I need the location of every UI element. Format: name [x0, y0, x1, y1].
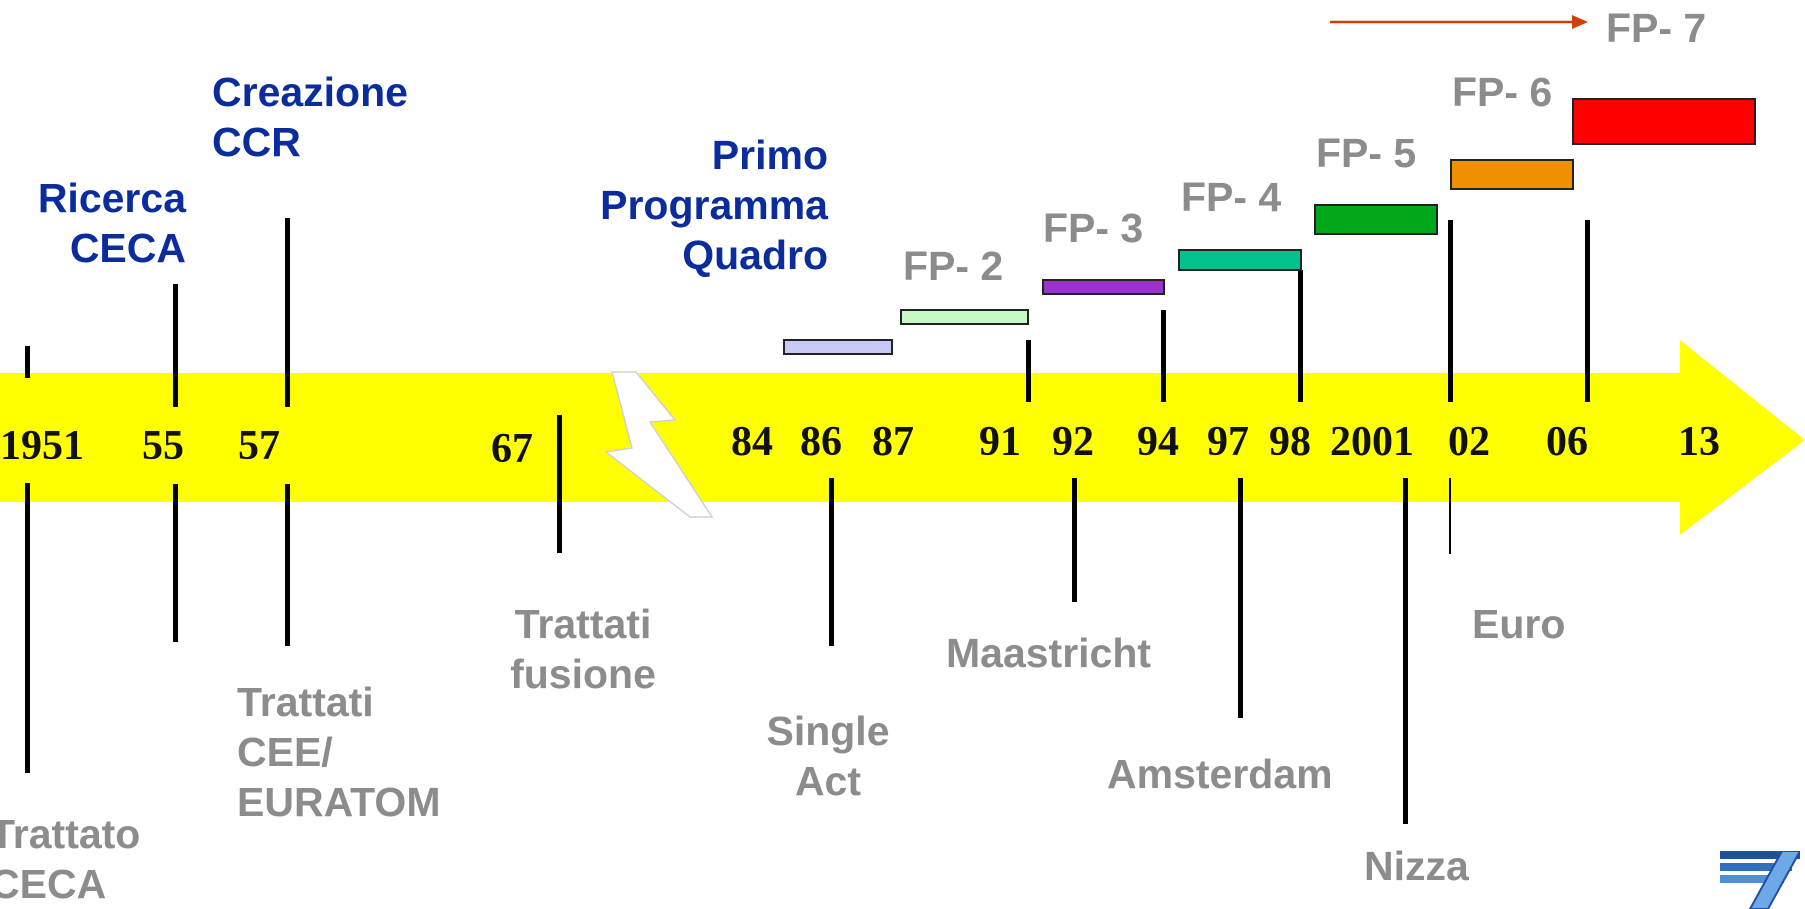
- label-creazione-ccr-line1: Creazione: [212, 69, 408, 115]
- marker-92: [1072, 478, 1077, 602]
- label-fp2: FP- 2: [903, 243, 1004, 289]
- fp2-bar: [900, 309, 1029, 325]
- fp3-bar: [1042, 279, 1165, 295]
- marker-57-bottom: [285, 484, 290, 646]
- label-trattato-ceca: Trattato CECA: [0, 809, 140, 909]
- year-2001: 2001: [1330, 419, 1414, 465]
- year-91: 91: [979, 419, 1021, 465]
- fp4-bar: [1178, 249, 1302, 271]
- label-ricerca-ceca-line1: Ricerca: [37, 175, 186, 221]
- marker-02-bottom: [1449, 478, 1451, 554]
- year-02: 02: [1448, 419, 1490, 465]
- label-ricerca-ceca-line2: CECA: [69, 225, 186, 271]
- label-amsterdam: Amsterdam: [1107, 751, 1333, 797]
- label-primo-line1: Primo: [711, 132, 828, 178]
- fp5-bar: [1314, 204, 1438, 235]
- year-67: 67: [491, 426, 533, 472]
- label-maastricht: Maastricht: [946, 630, 1152, 676]
- marker-02-top: [1448, 220, 1453, 402]
- year-55: 55: [142, 423, 184, 469]
- marker-1951-bottom: [25, 483, 30, 773]
- label-fp7: FP- 7: [1606, 5, 1707, 51]
- label-fusione-line1: Trattati: [514, 601, 652, 647]
- timeline-break-bolt: [604, 371, 714, 518]
- label-single-act-line2: Act: [794, 758, 862, 804]
- marker-2001: [1403, 478, 1408, 824]
- year-13: 13: [1678, 419, 1720, 465]
- label-trattati-fusione: Trattati fusione: [483, 599, 683, 699]
- label-fp6: FP- 6: [1452, 69, 1553, 115]
- marker-55-bottom: [173, 484, 178, 642]
- marker-55-top: [173, 284, 178, 407]
- year-94: 94: [1137, 419, 1179, 465]
- label-trattati-cee-line3: EURATOM: [237, 779, 441, 825]
- label-trattati-cee-euratom: Trattati CEE/ EURATOM: [237, 677, 440, 827]
- marker-86: [829, 478, 834, 646]
- fp1-bar: [783, 339, 893, 355]
- label-trattati-cee-line2: CEE/: [237, 729, 333, 775]
- marker-57-top: [285, 218, 290, 407]
- label-trattati-cee-line1: Trattati: [237, 679, 374, 725]
- fp7-logo-seven: [1748, 851, 1800, 909]
- year-86: 86: [800, 419, 842, 465]
- timeline-arrow-shape: [0, 340, 1805, 535]
- year-87: 87: [872, 419, 914, 465]
- label-primo-line2: Programma: [600, 182, 828, 228]
- label-fp3: FP- 3: [1043, 205, 1144, 251]
- label-nizza: Nizza: [1364, 843, 1469, 889]
- year-84: 84: [731, 419, 773, 465]
- year-97: 97: [1207, 419, 1249, 465]
- label-creazione-ccr-line2: CCR: [212, 119, 301, 165]
- marker-94: [1161, 310, 1166, 402]
- marker-98: [1298, 270, 1303, 402]
- fp7-arrow-head: [1572, 15, 1588, 29]
- year-57: 57: [238, 423, 280, 469]
- label-creazione-ccr: Creazione CCR: [212, 67, 408, 167]
- label-trattato-ceca-line1: Trattato: [0, 811, 141, 857]
- label-fp4: FP- 4: [1181, 174, 1282, 220]
- label-ricerca-ceca: Ricerca CECA: [0, 173, 186, 273]
- label-trattato-ceca-line2: CECA: [0, 861, 107, 907]
- marker-97: [1238, 478, 1243, 718]
- label-fp5: FP- 5: [1316, 130, 1417, 176]
- fp7-bar: [1572, 98, 1756, 145]
- year-1951: 1951: [0, 423, 84, 469]
- marker-06: [1585, 220, 1590, 402]
- label-euro: Euro: [1472, 601, 1566, 647]
- label-primo-programma-quadro: Primo Programma Quadro: [520, 130, 828, 280]
- fp7-logo: [1720, 851, 1800, 909]
- label-single-act-line1: Single: [766, 708, 890, 754]
- marker-91: [1026, 340, 1031, 402]
- marker-67: [557, 415, 562, 553]
- label-fusione-line2: fusione: [510, 651, 656, 697]
- marker-1951-top: [25, 346, 30, 378]
- fp6-bar: [1450, 159, 1574, 190]
- year-92: 92: [1052, 419, 1094, 465]
- year-98: 98: [1269, 419, 1311, 465]
- year-06: 06: [1546, 419, 1588, 465]
- label-primo-line3: Quadro: [682, 232, 828, 278]
- label-single-act: Single Act: [728, 706, 928, 806]
